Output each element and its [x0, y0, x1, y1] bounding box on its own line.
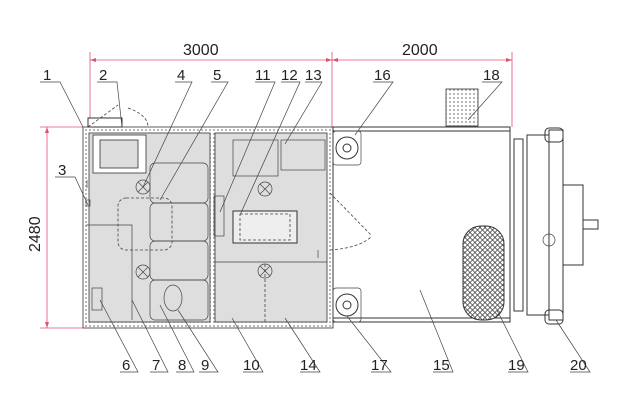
- callout-13: 13: [305, 67, 322, 84]
- callout-4: 4: [177, 67, 185, 84]
- callout-9: 9: [201, 357, 209, 374]
- callout-7: 7: [152, 357, 160, 374]
- callout-16: 16: [374, 67, 391, 84]
- callout-14: 14: [300, 357, 317, 374]
- step-ladder: [445, 88, 479, 127]
- callout-leaders: [40, 81, 591, 373]
- ceiling-lamps: [135, 179, 273, 280]
- spare-wheel: [462, 225, 505, 321]
- callout-10: 10: [243, 357, 260, 374]
- cable-reel-top: [332, 130, 362, 166]
- annex-platform: [329, 88, 511, 323]
- callout-17: 17: [371, 357, 388, 374]
- dimension-width: 2480: [27, 216, 44, 252]
- callout-11: 11: [255, 67, 271, 84]
- drawbar-hitch: [513, 127, 599, 325]
- callout-8: 8: [178, 357, 186, 374]
- callout-5: 5: [213, 67, 221, 84]
- callout-18: 18: [483, 67, 500, 84]
- callout-1: 1: [43, 67, 51, 84]
- dimension-module-length: 3000: [183, 42, 219, 59]
- callout-2: 2: [99, 67, 107, 84]
- callout-6: 6: [122, 357, 130, 374]
- module-body: [82, 104, 334, 329]
- callout-20: 20: [570, 357, 587, 374]
- dimension-annex-length: 2000: [402, 42, 438, 59]
- sofa: [117, 162, 209, 321]
- callout-19: 19: [508, 357, 525, 374]
- dimension-lines: [40, 52, 513, 329]
- callout-3: 3: [58, 162, 66, 179]
- cable-reel-bottom: [332, 287, 362, 323]
- callout-12: 12: [281, 67, 298, 84]
- callout-15: 15: [433, 357, 450, 374]
